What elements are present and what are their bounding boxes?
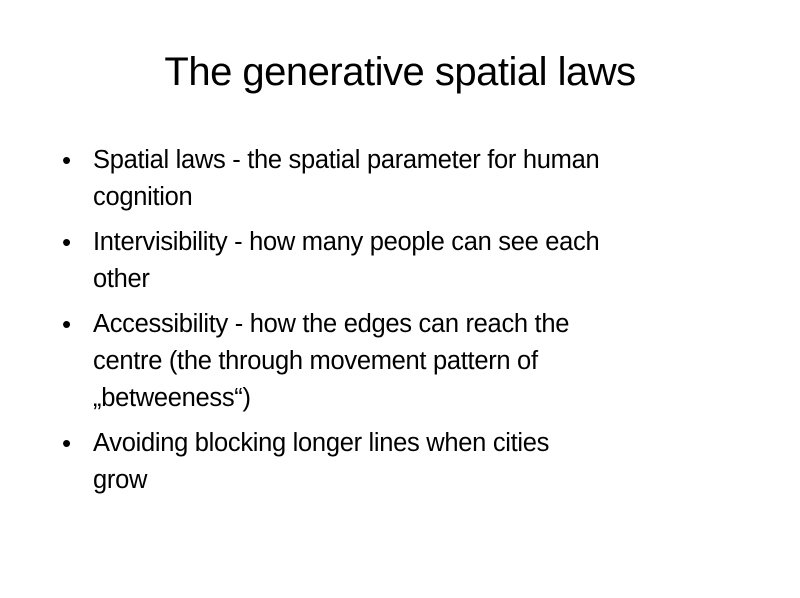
bullet-text: Avoiding blocking longer lines when citi… [93,429,550,457]
bullet-text: other [93,265,150,293]
bullet-text: Intervisibility - how many people can se… [93,228,600,256]
bullet-text: Spatial laws - the spatial parameter for… [93,146,600,174]
bullet-icon: • [62,428,72,458]
bullet-icon: • [62,145,72,175]
bullet-list: • Spatial laws - the spatial parameter f… [62,142,600,507]
bullet-item: • Accessibility - how the edges can reac… [62,306,599,417]
bullet-icon: • [62,309,72,339]
bullet-item: • Spatial laws - the spatial parameter f… [62,142,600,216]
bullet-item: • Avoiding blocking longer lines when ci… [62,425,599,499]
bullet-text: cognition [93,183,193,211]
bullet-text: centre (the through movement pattern of [93,347,538,375]
bullet-icon: • [62,227,72,257]
bullet-text: grow [93,466,148,494]
bullet-text: „betweeness“) [93,384,251,412]
bullet-text: Accessibility - how the edges can reach … [93,310,570,338]
slide-title: The generative spatial laws [164,50,636,94]
bullet-item: • Intervisibility - how many people can … [62,224,600,298]
